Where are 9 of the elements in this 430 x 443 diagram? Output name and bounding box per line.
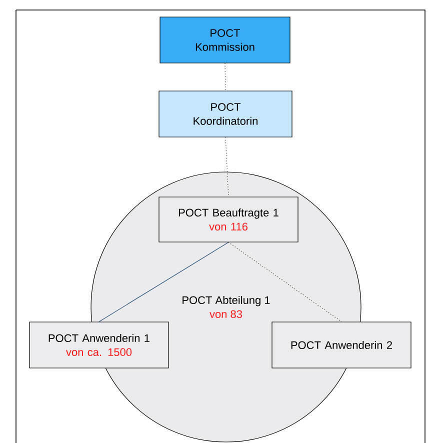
connector-line <box>98 242 229 322</box>
coordinator-box: POCT Koordinatorin <box>158 90 292 138</box>
connector-line <box>224 63 226 91</box>
commission-box: POCT Kommission <box>160 16 290 64</box>
officer-box: POCT Beauftragte 1 von 116 <box>158 196 298 242</box>
connector-line <box>225 137 229 197</box>
connector-line <box>228 242 342 322</box>
user-box: POCT Anwenderin 1 von ca. 1500 <box>29 322 169 368</box>
user-box: POCT Anwenderin 2 <box>272 322 412 368</box>
